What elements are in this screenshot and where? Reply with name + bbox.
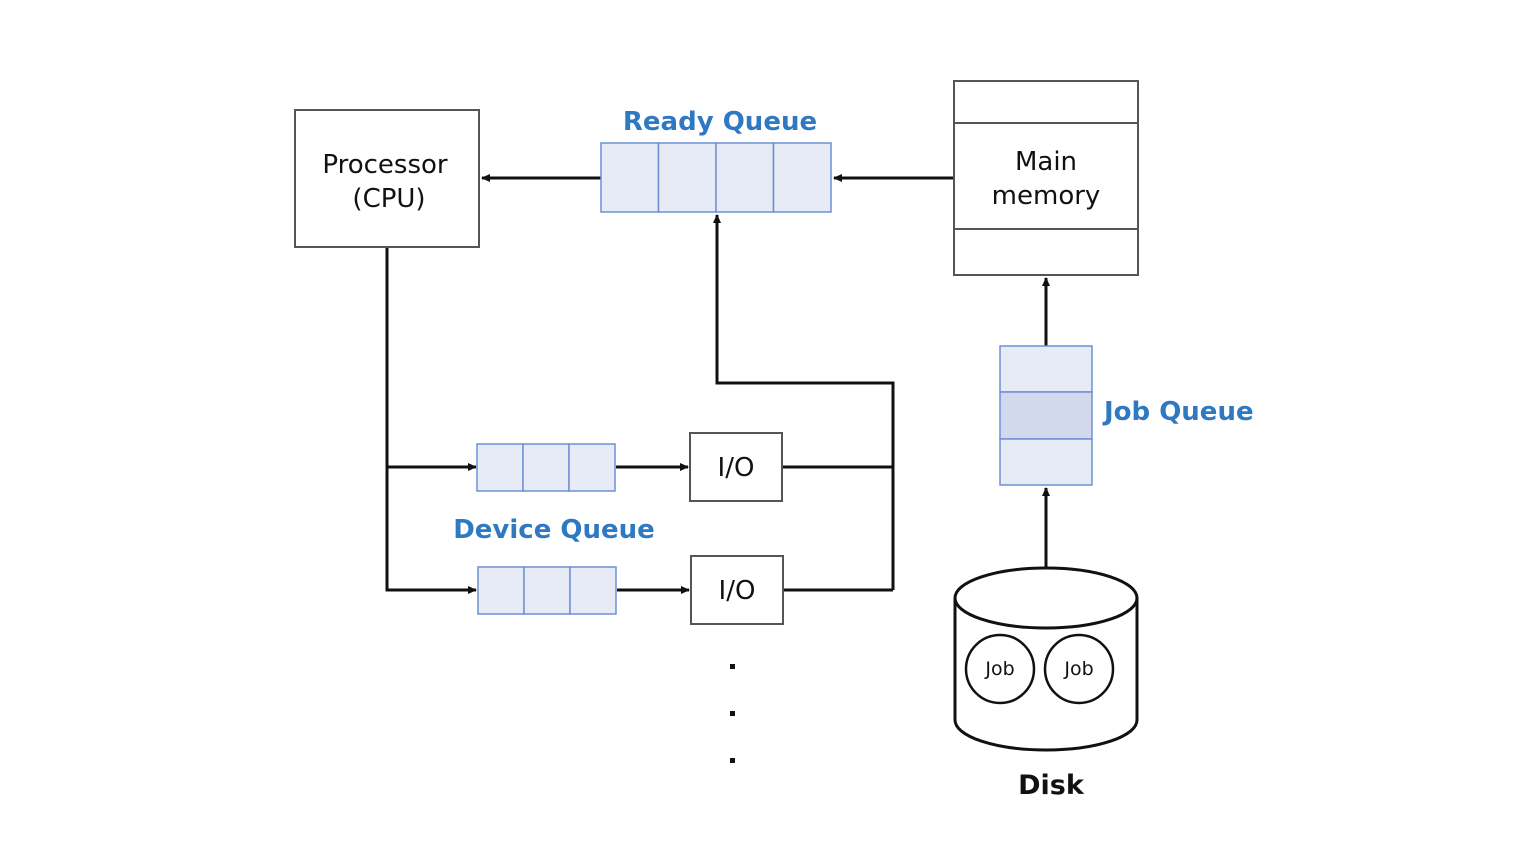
ready-queue-slot bbox=[715, 142, 775, 213]
io-device-label: I/O bbox=[718, 453, 755, 483]
processor-label-line1: Processor bbox=[322, 150, 448, 180]
ready-queue bbox=[600, 142, 832, 213]
ready-queue-slot bbox=[600, 142, 660, 213]
processor-label-line2: (CPU) bbox=[352, 184, 425, 214]
processor-box: Processor (CPU) bbox=[294, 109, 480, 248]
job-queue-slot bbox=[999, 345, 1093, 393]
main-memory-label-line2: memory bbox=[992, 181, 1101, 211]
device-queue-slot bbox=[523, 566, 571, 615]
device-queue-slot bbox=[569, 566, 617, 615]
device-queue-slot bbox=[477, 566, 525, 615]
io-device-1: I/O bbox=[689, 432, 783, 502]
disk-cylinder bbox=[953, 566, 1139, 752]
disk-label: Disk bbox=[1018, 770, 1085, 801]
connectors bbox=[385, 174, 1050, 594]
disk-job-label: Job bbox=[1063, 658, 1093, 680]
job-queue-slot bbox=[999, 391, 1093, 440]
disk-job-label: Job bbox=[984, 658, 1014, 680]
device-queue-label: Device Queue bbox=[453, 515, 655, 545]
device-queue-1 bbox=[476, 443, 616, 492]
arrow-io-back-to-ready-queue bbox=[713, 214, 895, 590]
io-device-label: I/O bbox=[719, 576, 756, 606]
ready-queue-slot bbox=[657, 142, 717, 213]
job-queue-slot bbox=[999, 438, 1093, 486]
line-cpu-to-device-queues bbox=[385, 248, 477, 594]
disk-job-circle bbox=[1043, 633, 1115, 705]
main-memory-label-line1: Main bbox=[1015, 147, 1077, 177]
ready-queue-label: Ready Queue bbox=[623, 107, 817, 137]
main-memory-box: Main memory bbox=[953, 80, 1139, 276]
device-queue-slot bbox=[568, 443, 616, 492]
device-queue-slot bbox=[522, 443, 570, 492]
ready-queue-slot bbox=[772, 142, 832, 213]
disk-job-circle bbox=[964, 633, 1036, 705]
io-device-2: I/O bbox=[690, 555, 784, 625]
more-devices-ellipsis bbox=[730, 664, 735, 763]
device-queue-2 bbox=[477, 566, 617, 615]
device-queue-slot bbox=[476, 443, 524, 492]
job-queue-label: Job Queue bbox=[1102, 397, 1254, 427]
job-queue bbox=[999, 345, 1093, 486]
